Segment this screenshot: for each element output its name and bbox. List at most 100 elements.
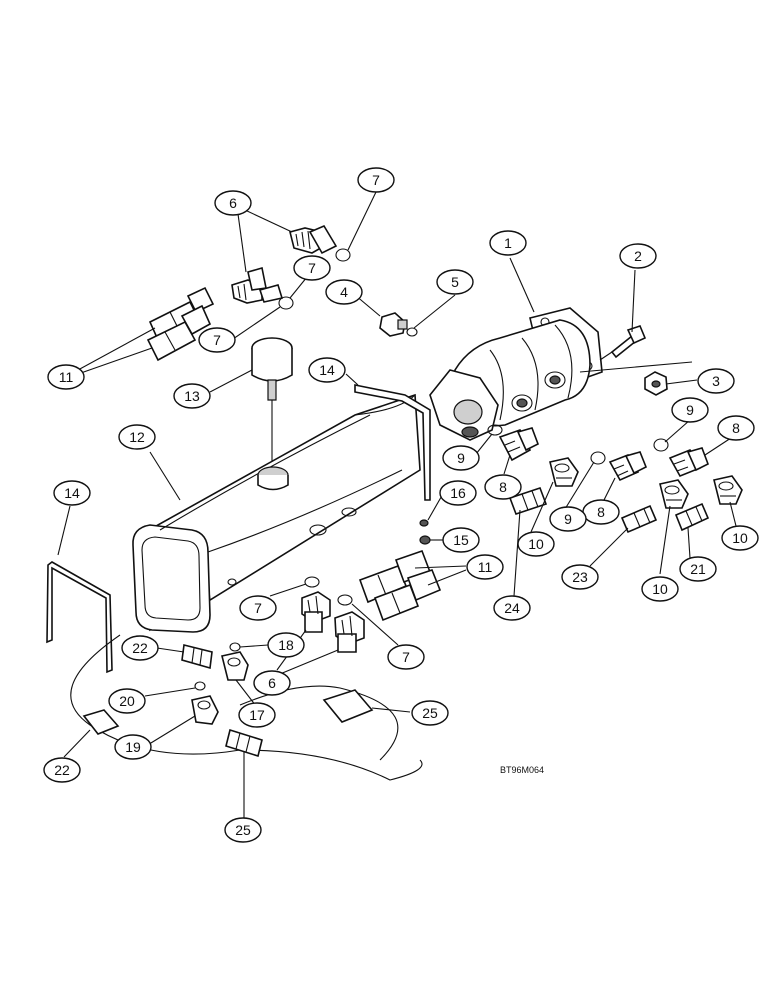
callout: 22: [121, 635, 159, 661]
callout-label: 25: [422, 705, 438, 721]
tank-strap-right: [354, 384, 431, 501]
callout: 5: [436, 269, 474, 295]
callout-label: 11: [59, 369, 74, 385]
callout-label: 20: [119, 693, 135, 709]
callout: 2: [619, 243, 657, 269]
callout-label: 14: [64, 485, 80, 501]
callout: 19: [114, 734, 152, 760]
callout: 12: [118, 424, 156, 450]
elbow-19: [191, 695, 219, 725]
reservoir-tank: [132, 393, 421, 633]
callout-label: 12: [129, 429, 145, 445]
callout-label: 1: [504, 235, 512, 251]
elbow-fitting-10b: [659, 479, 689, 509]
hose-end-upper-2: [146, 304, 212, 362]
callout: 20: [108, 688, 146, 714]
callout-label: 16: [450, 485, 466, 501]
callout-label: 10: [528, 536, 544, 552]
callout: 15: [442, 527, 480, 553]
o-ring-18: [229, 642, 241, 652]
adapter-23: [620, 504, 658, 534]
tank-strap-left: [46, 561, 113, 674]
callout-label: 22: [54, 762, 70, 778]
callout-label: 22: [132, 640, 148, 656]
callout-label: 6: [268, 675, 276, 691]
o-ring-7-upper-1: [335, 248, 351, 262]
adapter-24: [508, 486, 548, 516]
callout: 7: [387, 644, 425, 670]
drain-adapter-22: [181, 644, 213, 670]
callout: 9: [671, 397, 709, 423]
drawing-code: BT96M064: [500, 765, 544, 775]
callout: 16: [439, 480, 477, 506]
callout-label: 19: [125, 739, 141, 755]
callout: 14: [308, 357, 346, 383]
callout: 8: [484, 474, 522, 500]
elbow-17: [221, 651, 249, 681]
callout: 10: [721, 525, 759, 551]
callout: 3: [697, 368, 735, 394]
callout: 11: [466, 554, 504, 580]
callout-label: 15: [453, 532, 469, 548]
callout: 8: [582, 499, 620, 525]
callout: 7: [293, 255, 331, 281]
callout-label: 9: [564, 511, 572, 527]
elbow-fitting-lower-1: [301, 591, 331, 633]
callout: 10: [641, 576, 679, 602]
callout-label: 2: [634, 248, 642, 264]
o-ring-20: [194, 681, 206, 691]
callout-label: 14: [319, 362, 335, 378]
callout-label: 8: [732, 420, 740, 436]
callout-label: 24: [504, 600, 520, 616]
callout-label: 23: [572, 569, 588, 585]
callout: 22: [43, 757, 81, 783]
straight-fitting-8b: [608, 451, 648, 482]
callout-label: 17: [249, 707, 265, 723]
capscrew: [599, 325, 647, 361]
elbow-fitting-10c: [713, 475, 743, 505]
straight-fitting-8c: [668, 447, 710, 478]
callout: 10: [517, 531, 555, 557]
callout: 7: [239, 595, 277, 621]
callout-label: 7: [308, 260, 316, 276]
leader-lines: [57, 191, 737, 818]
elbow-fitting-10a: [549, 457, 579, 487]
callout: 9: [549, 506, 587, 532]
o-ring-9c: [653, 438, 669, 452]
callout-label: 10: [652, 581, 668, 597]
hose-end-lower-2: [373, 569, 442, 622]
elbow-fitting-upper-2: [231, 266, 284, 304]
callout-label: 7: [372, 172, 380, 188]
callout-label: 21: [690, 561, 706, 577]
o-ring-7-lower-2: [337, 594, 353, 606]
callout: 7: [357, 167, 395, 193]
callout: 11: [47, 364, 85, 390]
callout-label: 5: [451, 274, 459, 290]
callout-label: 8: [597, 504, 605, 520]
callout: 14: [53, 480, 91, 506]
callout-label: 3: [712, 373, 720, 389]
callout: 23: [561, 564, 599, 590]
callout: 9: [442, 445, 480, 471]
callout: 17: [238, 702, 276, 728]
o-ring-9a: [487, 424, 503, 436]
hydraulic-pump: [429, 307, 603, 441]
callout-label: 7: [254, 600, 262, 616]
callout: 25: [411, 700, 449, 726]
callout: 6: [253, 670, 291, 696]
elbow-fitting-upper-1: [289, 224, 338, 255]
callout-label: 18: [278, 637, 294, 653]
plug-15: [419, 535, 431, 545]
o-ring-7-lower-1: [304, 576, 320, 588]
callout: 25: [224, 817, 262, 843]
callout: 24: [493, 595, 531, 621]
o-ring-7-upper-2: [278, 296, 294, 310]
callout: 4: [325, 279, 363, 305]
elbow-fitting-lower-2: [334, 611, 365, 653]
callout-label: 9: [686, 402, 694, 418]
adapter-21: [674, 502, 710, 532]
callout-label: 7: [213, 332, 221, 348]
callout-label: 13: [184, 388, 200, 404]
o-ring-5: [406, 327, 418, 337]
